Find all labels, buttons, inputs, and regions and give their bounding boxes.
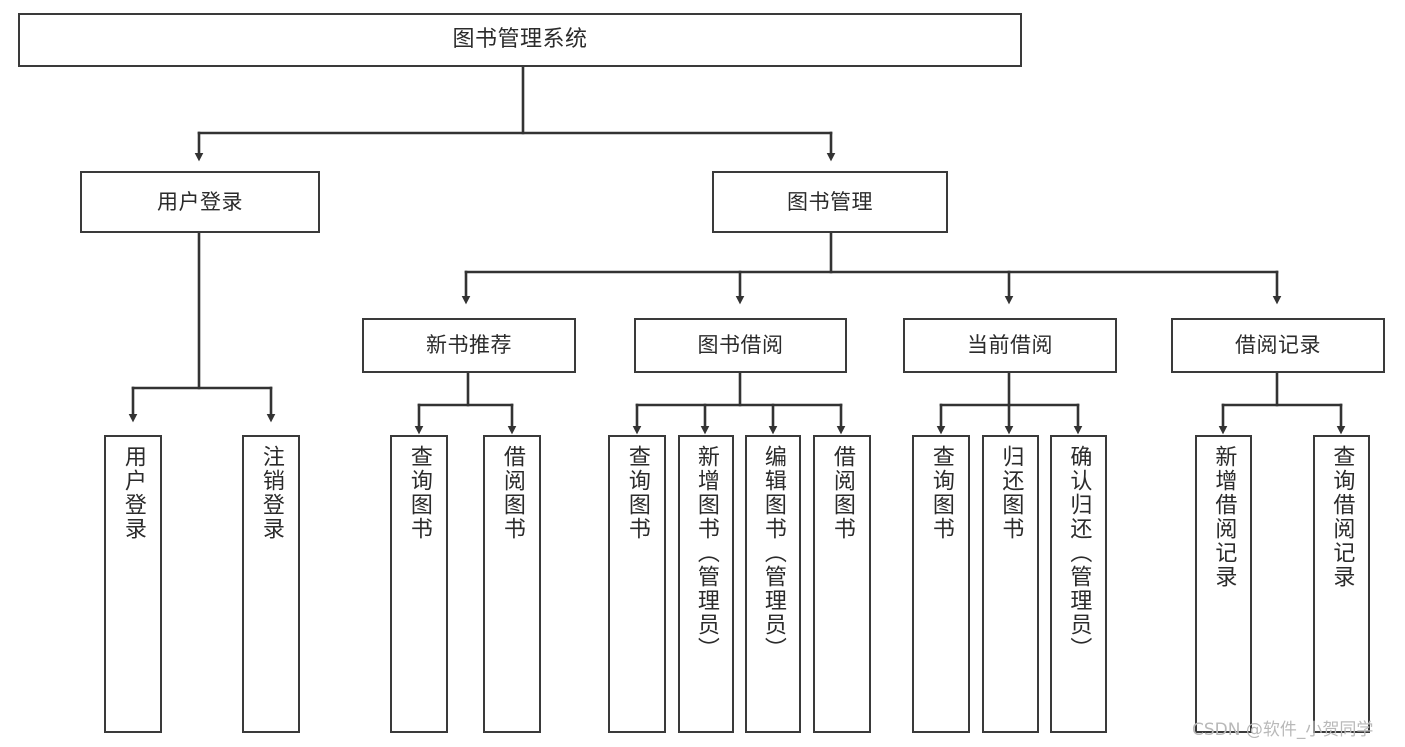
node-label: 用户登录 — [120, 445, 146, 541]
node-label: 图书管理系统 — [452, 27, 588, 53]
node-label: 注销登录 — [258, 445, 284, 541]
node-borrow-record[interactable]: 借阅记录 — [1171, 318, 1385, 373]
leaf-new-book-query[interactable]: 查询图书 — [390, 435, 448, 733]
node-label: 新书推荐 — [426, 333, 512, 358]
node-new-book-recommend[interactable]: 新书推荐 — [362, 318, 576, 373]
node-label: 查询图书 — [928, 445, 954, 541]
node-label: 查询图书 — [406, 445, 432, 541]
leaf-current-borrow-confirm-return[interactable]: 确认归还（管理员） — [1050, 435, 1107, 733]
leaf-borrow-record-query[interactable]: 查询借阅记录 — [1313, 435, 1370, 733]
node-label: 新增图书（管理员） — [693, 445, 719, 661]
node-label: 用户登录 — [157, 189, 243, 214]
node-current-borrow[interactable]: 当前借阅 — [903, 318, 1117, 373]
leaf-borrow-record-add[interactable]: 新增借阅记录 — [1195, 435, 1252, 733]
leaf-book-borrow-add[interactable]: 新增图书（管理员） — [678, 435, 734, 733]
leaf-book-borrow-query[interactable]: 查询图书 — [608, 435, 666, 733]
leaf-current-borrow-query[interactable]: 查询图书 — [912, 435, 970, 733]
leaf-current-borrow-return[interactable]: 归还图书 — [982, 435, 1039, 733]
node-book-borrow[interactable]: 图书借阅 — [634, 318, 847, 373]
node-label: 借阅记录 — [1235, 333, 1321, 358]
node-label: 借阅图书 — [499, 445, 525, 541]
node-book-management[interactable]: 图书管理 — [712, 171, 948, 233]
csdn-watermark: CSDN @软件_小贺同学 — [1192, 720, 1374, 740]
node-label: 图书借阅 — [697, 333, 784, 358]
node-label: 借阅图书 — [829, 445, 855, 541]
node-root-system[interactable]: 图书管理系统 — [18, 13, 1022, 67]
node-label: 查询借阅记录 — [1329, 445, 1355, 589]
leaf-new-book-borrow[interactable]: 借阅图书 — [483, 435, 541, 733]
node-label: 当前借阅 — [967, 333, 1053, 358]
node-user-login[interactable]: 用户登录 — [80, 171, 320, 233]
node-label: 图书管理 — [787, 189, 873, 214]
leaf-user-login-signout[interactable]: 注销登录 — [242, 435, 300, 733]
node-label: 新增借阅记录 — [1211, 445, 1237, 589]
node-label: 查询图书 — [624, 445, 650, 541]
leaf-user-login-signin[interactable]: 用户登录 — [104, 435, 162, 733]
leaf-book-borrow-edit[interactable]: 编辑图书（管理员） — [745, 435, 801, 733]
leaf-book-borrow-lend[interactable]: 借阅图书 — [813, 435, 871, 733]
node-label: 编辑图书（管理员） — [760, 445, 786, 661]
node-label: 归还图书 — [998, 445, 1024, 541]
node-label: 确认归还（管理员） — [1066, 445, 1092, 661]
